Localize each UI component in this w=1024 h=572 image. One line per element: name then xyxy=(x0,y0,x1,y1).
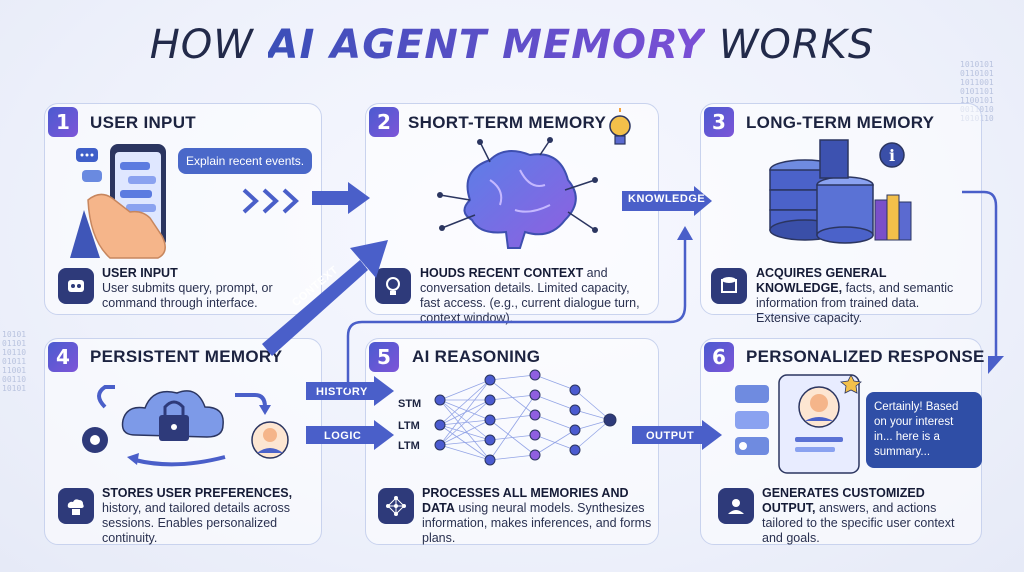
line-persistent-to-ltm xyxy=(346,226,693,391)
arrow-logic-to-reasoning xyxy=(306,420,394,450)
panel-title-ai-reasoning: AI REASONING xyxy=(412,347,541,366)
arrow-label-history: HISTORY xyxy=(316,386,368,398)
step-number-6: 6 xyxy=(704,342,734,372)
step-number-2: 2 xyxy=(369,107,399,137)
lightbulb-small-icon xyxy=(375,268,411,304)
step-number-1: 1 xyxy=(48,107,78,137)
arrow-label-logic: LOGIC xyxy=(324,430,362,442)
panel-title-long-term-memory: LONG-TERM MEMORY xyxy=(746,113,935,132)
desc-long-term-memory: ACQUIRES GENERAL KNOWLEDGE, facts, and s… xyxy=(756,266,954,325)
panel-title-short-term-memory: SHORT-TERM MEMORY xyxy=(408,113,607,132)
svg-text:i: i xyxy=(889,146,895,165)
arrow-stm-to-ltm xyxy=(622,186,712,216)
network-input-label-ltm-1: LTM xyxy=(398,420,420,432)
step-number-5: 5 xyxy=(369,342,399,372)
neural-network-diagram xyxy=(434,369,617,466)
desc-ai-reasoning: PROCESSES ALL MEMORIES AND DATA using ne… xyxy=(422,486,652,545)
arrow-reasoning-to-response xyxy=(632,420,722,450)
panel-ai-reasoning xyxy=(365,338,659,545)
arrow-label-knowledge: KNOWLEDGE xyxy=(628,193,706,205)
panel-title-persistent-memory: PERSISTENT MEMORY xyxy=(90,347,283,366)
arrow-persistent-to-stm-context xyxy=(262,240,388,356)
user-query-bubble: Explain recent events. xyxy=(178,148,313,174)
cloud-database-small-icon xyxy=(58,488,94,524)
panel-title-user-input: USER INPUT xyxy=(90,113,196,132)
response-bubble: Certainly! Based on your interest in... … xyxy=(866,392,982,468)
line-ltm-to-response xyxy=(962,190,1004,374)
network-input-label-ltm-2: LTM xyxy=(398,440,420,452)
panel-title-personalized-response: PERSONALIZED RESPONSE xyxy=(746,347,985,366)
desc-short-term-memory: HOUDS RECENT CONTEXT and conversation de… xyxy=(420,266,640,325)
profile-card-illustration xyxy=(735,374,862,474)
step-number-3: 3 xyxy=(704,107,734,137)
database-small-icon xyxy=(711,268,747,304)
desc-personalized-response: GENERATES CUSTOMIZED OUTPUT, answers, an… xyxy=(762,486,955,545)
arrow-label-output: OUTPUT xyxy=(646,430,695,442)
binary-decoration-left: 10101 01101 10110 01011 11001 00110 1010… xyxy=(2,330,27,393)
arrow-history-to-reasoning xyxy=(306,376,394,406)
phone-hand-illustration xyxy=(70,144,166,259)
cloud-lock-illustration xyxy=(82,385,289,467)
robot-chat-icon xyxy=(58,268,94,304)
database-stack-icon: i xyxy=(769,139,912,244)
lightbulb-icon xyxy=(609,108,631,145)
chevrons-icon xyxy=(242,188,299,214)
neural-network-small-icon xyxy=(378,488,414,524)
desc-persistent-memory: STORES USER PREFERENCES, history, and ta… xyxy=(102,486,293,545)
brain-icon xyxy=(437,137,598,249)
step-number-4: 4 xyxy=(48,342,78,372)
page-title: HOW AI AGENT MEMORY WORKS xyxy=(149,22,875,68)
user-star-icon xyxy=(718,488,754,524)
network-input-label-stm: STM xyxy=(398,398,422,410)
arrow-input-to-stm xyxy=(312,182,370,214)
